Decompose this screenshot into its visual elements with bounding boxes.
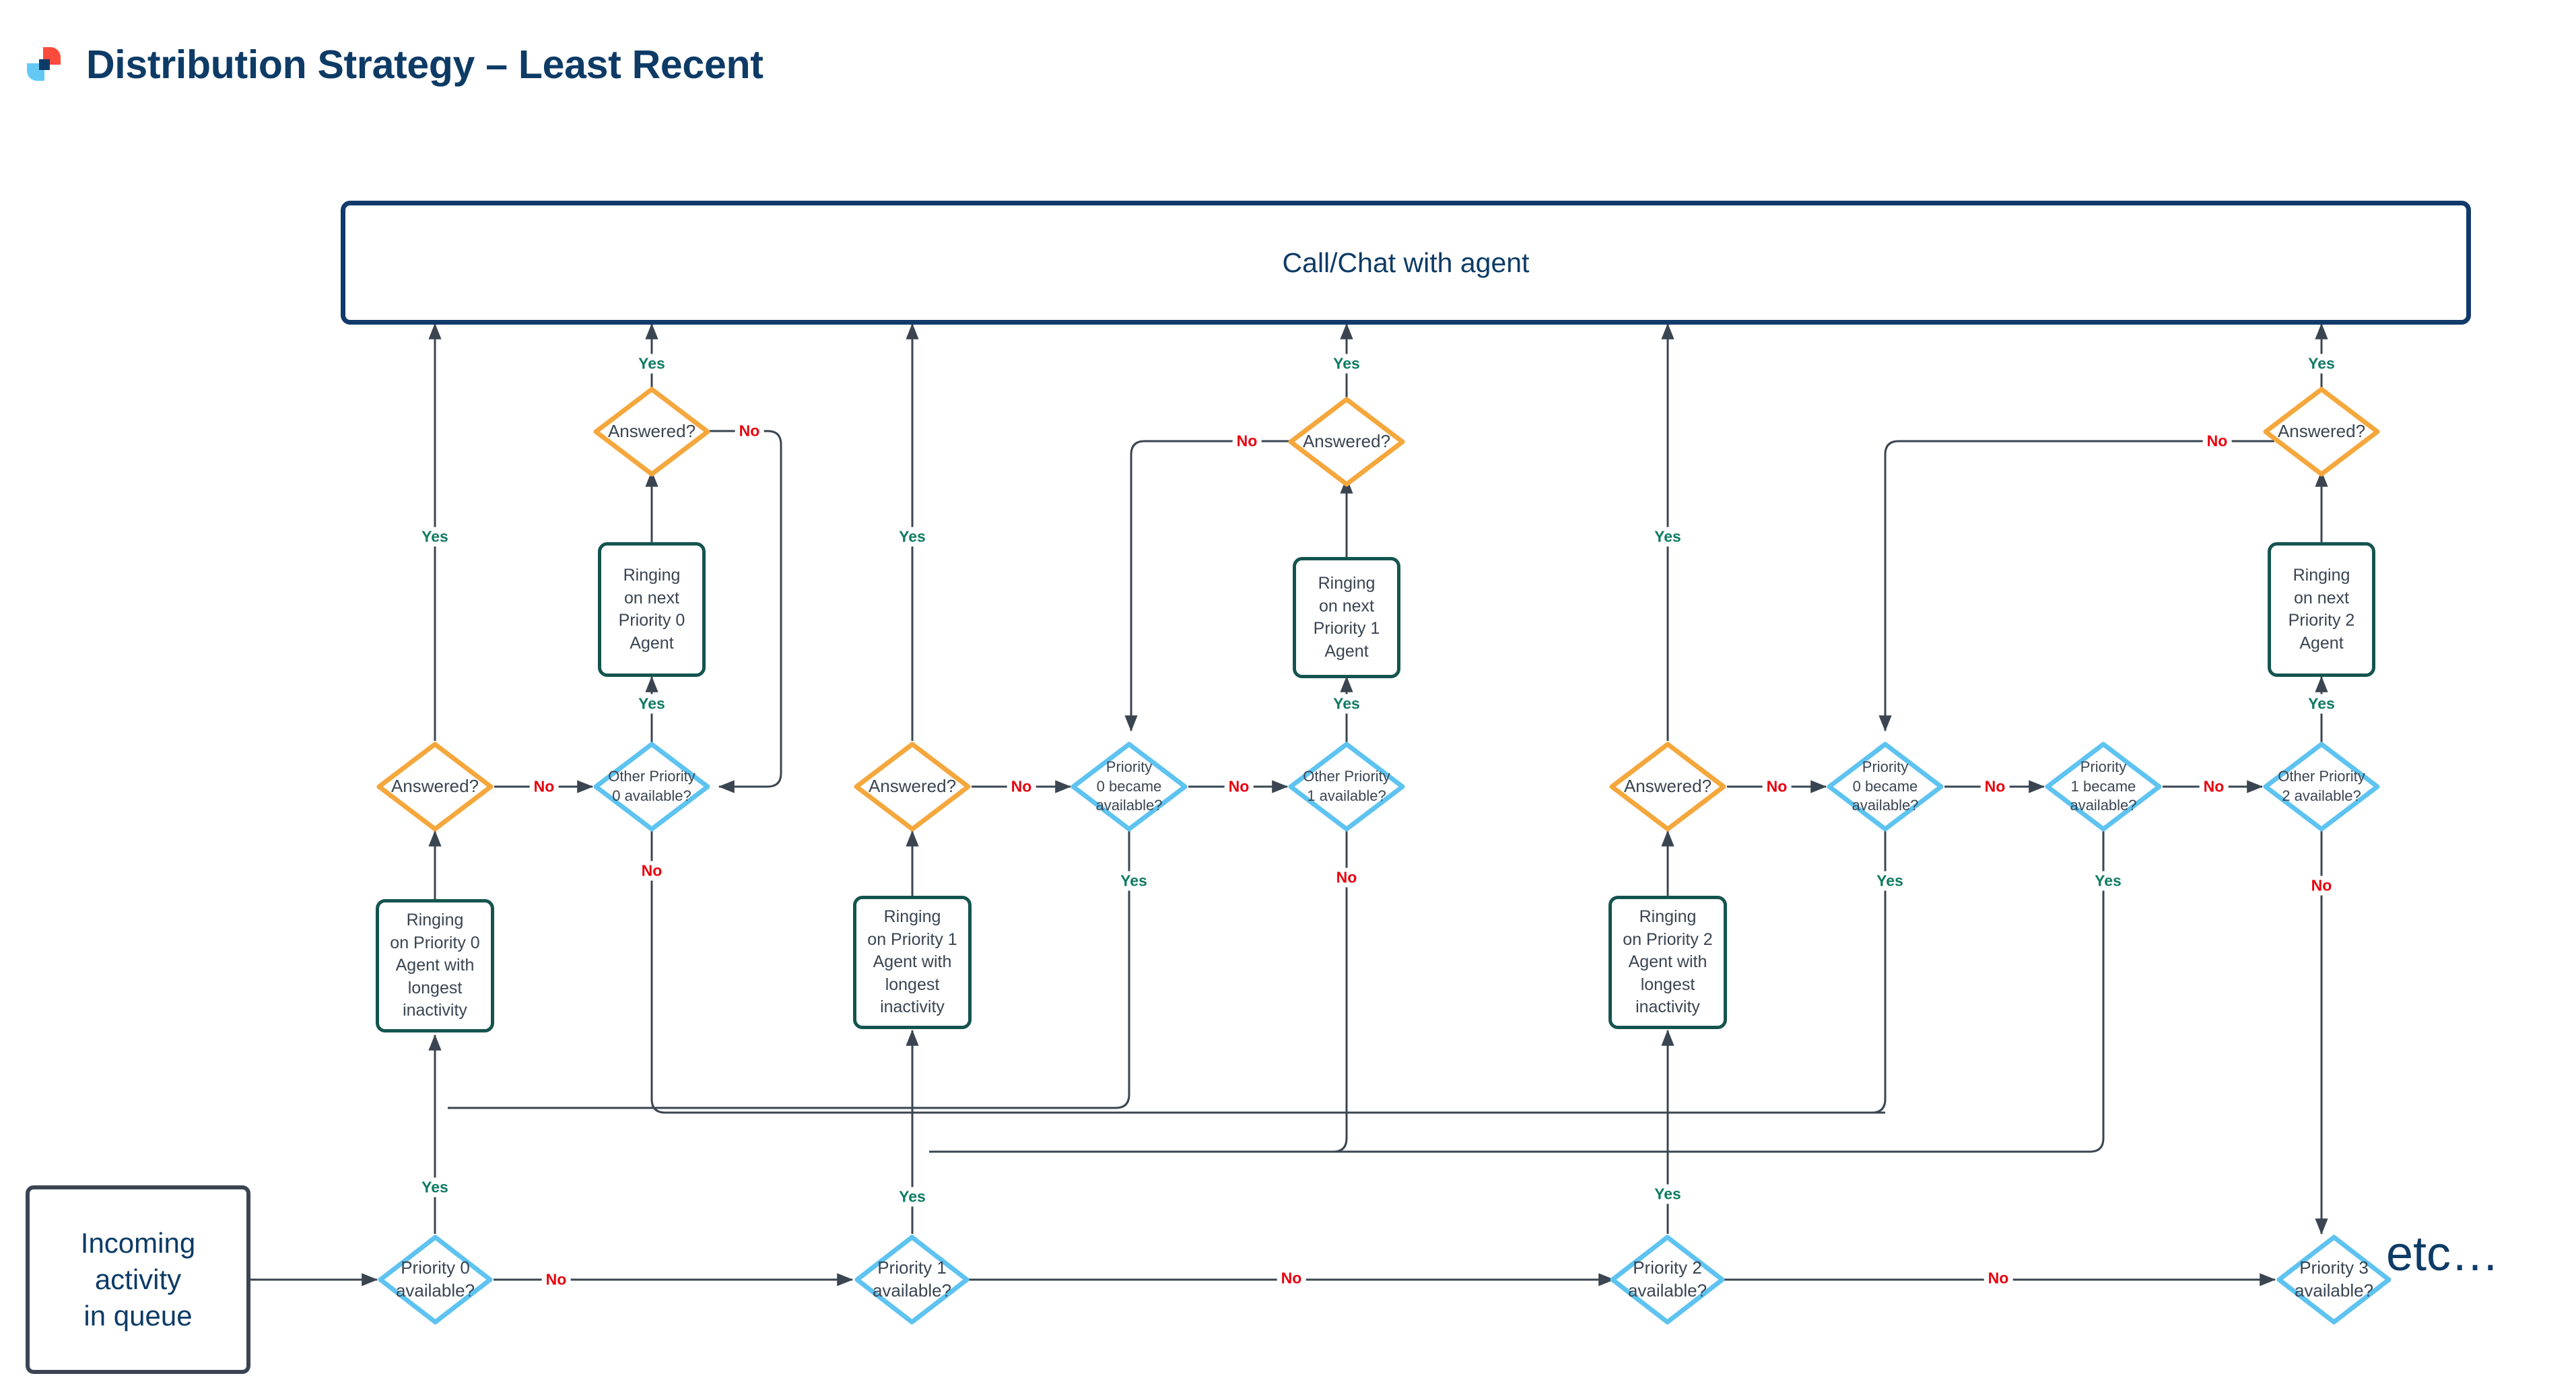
page-title: Distribution Strategy – Least Recent [86, 42, 764, 87]
etc-label: etc… [2385, 1227, 2500, 1281]
ringing-next-p0-l1: Ringing [623, 566, 681, 585]
edge-label-no: No [1232, 431, 1262, 451]
ringing-next-p2-l1: Ringing [2293, 566, 2350, 585]
diamond-answered-p2-longest[interactable]: Answered? [1608, 741, 1727, 832]
edge-label-yes: Yes [634, 354, 669, 374]
ringing-p1-l5: inactivity [880, 997, 945, 1017]
edge-label-no: No [541, 1270, 571, 1290]
ringing-p2-l2: on Priority 2 [1623, 929, 1713, 949]
ringing-next-p1-l1: Ringing [1318, 574, 1376, 593]
ringing-next-p2-l2: on next [2293, 588, 2349, 607]
ringing-p2-l5: inactivity [1635, 997, 1700, 1017]
edge-label-yes: Yes [2304, 354, 2339, 374]
incoming-activity-box: Incoming activity in queue [26, 1185, 250, 1374]
edge-label-yes: Yes [634, 694, 669, 714]
ringing-p1-l2: on Priority 1 [867, 929, 957, 949]
edge-label-no: No [1762, 777, 1792, 797]
ringing-p1-l3: Agent with [873, 952, 952, 972]
diamond-answered-p1-next[interactable]: Answered? [1287, 396, 1406, 488]
edge-label-yes: Yes [895, 527, 930, 547]
diamond-answered-p1-longest[interactable]: Answered? [853, 741, 972, 832]
call-chat-with-agent-box: Call/Chat with agent [341, 201, 2471, 325]
ringing-p0-l2: on Priority 0 [390, 933, 480, 952]
edge-label-no: No [1984, 1268, 2013, 1288]
edge-label-yes: Yes [1872, 871, 1907, 891]
edge-label-no: No [1224, 777, 1254, 797]
edge-label-no: No [1007, 777, 1036, 797]
ringing-p0-l3: Agent with [395, 956, 475, 975]
ringing-next-priority-0-box: Ringing on next Priority 0 Agent [598, 542, 706, 677]
edge-label-yes: Yes [2091, 871, 2126, 891]
ringing-priority-1-longest-box: Ringing on Priority 1 Agent with longest… [853, 896, 972, 1029]
edge-label-no: No [735, 421, 764, 441]
edge-label-yes: Yes [417, 527, 452, 547]
ringing-next-priority-1-box: Ringing on next Priority 1 Agent [1293, 557, 1400, 678]
page-header: Distribution Strategy – Least Recent [0, 0, 2576, 121]
ringing-p0-l1: Ringing [406, 911, 464, 930]
ringing-next-priority-2-box: Ringing on next Priority 2 Agent [2268, 542, 2375, 677]
edge-label-yes: Yes [417, 1177, 452, 1197]
ringing-next-p0-l2: on next [623, 588, 679, 607]
ringing-p2-l4: longest [1640, 975, 1695, 994]
diamond-answered-p2-next[interactable]: Answered? [2262, 386, 2381, 478]
edge-label-yes: Yes [895, 1187, 930, 1207]
edge-label-no: No [637, 861, 667, 881]
edge-label-no: No [2202, 431, 2232, 451]
edge-label-yes: Yes [1650, 527, 1685, 547]
ringing-next-p1-l3: Priority 1 [1313, 619, 1380, 638]
ringing-next-p2-l4: Agent [2299, 633, 2344, 653]
edge-label-no: No [1980, 777, 2010, 797]
edge-label-no: No [1277, 1268, 1306, 1288]
edge-label-yes: Yes [2304, 694, 2339, 714]
edge-label-no: No [529, 777, 559, 797]
edge-label-yes: Yes [1650, 1184, 1685, 1204]
ringing-p2-l1: Ringing [1639, 907, 1697, 927]
ringing-p1-l1: Ringing [883, 907, 941, 927]
edge-label-no: No [2199, 777, 2229, 797]
incoming-activity-line-3: in queue [83, 1299, 193, 1332]
company-logo-icon [27, 47, 61, 81]
edge-label-yes: Yes [1329, 354, 1364, 374]
diamond-answered-p0-longest[interactable]: Answered? [376, 741, 494, 832]
edge-label-yes: Yes [1116, 871, 1151, 891]
ringing-p0-l4: longest [407, 978, 463, 997]
ringing-next-p1-l4: Agent [1324, 641, 1369, 661]
incoming-activity-line-1: Incoming [80, 1227, 196, 1259]
ringing-priority-0-longest-box: Ringing on Priority 0 Agent with longest… [376, 899, 494, 1032]
diamond-answered-p0-next[interactable]: Answered? [592, 386, 711, 478]
ringing-next-p0-l3: Priority 0 [618, 611, 685, 630]
incoming-activity-line-2: activity [94, 1263, 182, 1296]
edge-label-no: No [2307, 876, 2336, 896]
edge-label-no: No [1332, 867, 1361, 888]
ringing-p2-l3: Agent with [1628, 952, 1707, 972]
ringing-priority-2-longest-box: Ringing on Priority 2 Agent with longest… [1608, 896, 1727, 1029]
ringing-p1-l4: longest [885, 975, 940, 994]
ringing-next-p0-l4: Agent [630, 633, 674, 653]
edge-label-yes: Yes [1329, 694, 1364, 714]
ringing-next-p1-l2: on next [1318, 596, 1374, 616]
ringing-next-p2-l3: Priority 2 [2288, 611, 2355, 630]
call-chat-with-agent-label: Call/Chat with agent [1282, 247, 1530, 278]
ringing-p0-l5: inactivity [403, 1001, 467, 1020]
